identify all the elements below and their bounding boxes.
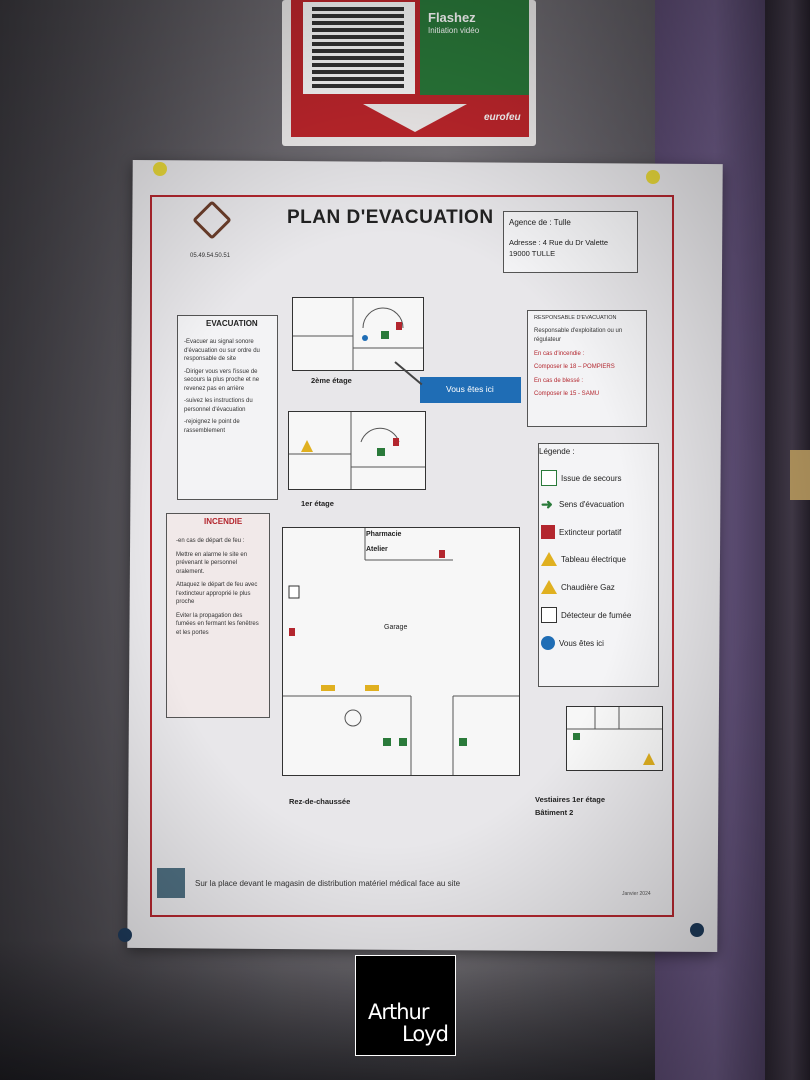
fire-instructions: -en cas de départ de feu : Mettre en ala… (176, 537, 262, 637)
poster-date: Janvier 2024 (622, 891, 651, 897)
floor-label-annex-2: Bâtiment 2 (535, 808, 574, 817)
extinguisher-icon (541, 525, 555, 539)
fire-case: En cas d'incendie : (534, 350, 585, 357)
fire-box (166, 513, 270, 718)
floor-label-annex-1: Vestiaires 1er étage (535, 795, 606, 804)
evacuation-box (177, 315, 278, 500)
arthur-loyd-logo (355, 955, 456, 1056)
legend-item-label: Chaudière Gaz (561, 582, 615, 592)
floor-plan-annex-drawing (567, 707, 662, 765)
legend-item-label: Détecteur de fumée (561, 610, 632, 620)
electric-panel-icon (541, 552, 557, 566)
legend-item-exit: Issue de secours (541, 470, 621, 486)
floor-label-ground: Rez-de-chaussée (289, 797, 351, 806)
pin-icon (153, 162, 167, 176)
fire-heading: INCENDIE (204, 517, 243, 526)
legend-item-here: Vous êtes ici (541, 636, 604, 650)
legend-item-label: Vous êtes ici (559, 638, 604, 648)
floor-label-first: 1er étage (301, 499, 334, 508)
responsible-heading: RESPONSABLE D'EVACUATION (534, 315, 617, 321)
fire-action: Composer le 18 – POMPIERS (534, 364, 615, 370)
injury-action: Composer le 15 - SAMU (534, 391, 600, 397)
door-frame (765, 0, 810, 1080)
door-light (790, 450, 810, 500)
arrow-right-icon: ➜ (541, 496, 553, 512)
responsible-info: RESPONSABLE D'EVACUATION Responsable d'e… (534, 314, 640, 400)
legend-item-direction: ➜ Sens d'évacuation (541, 497, 624, 511)
qr-code-icon (312, 6, 404, 88)
pin-icon (646, 170, 660, 184)
fire-item: Attaquez le départ de feu avec l'extinct… (176, 582, 258, 605)
room-label-pharmacie: Pharmacie (366, 531, 402, 538)
evacuation-item: -suivez les instructions du personnel d'… (184, 398, 253, 413)
floor-plan-first (288, 411, 426, 490)
agency-label: Agence de : Tulle (509, 218, 571, 227)
pin-icon (118, 928, 132, 942)
legend-heading: Légende : (539, 447, 575, 456)
responsible-box (527, 310, 647, 427)
legend-item-label: Issue de secours (561, 473, 622, 483)
qr-sign-brand: eurofeu (484, 112, 521, 123)
legend-item-extinguisher: Extincteur portatif (541, 525, 621, 539)
evacuation-item: -Evacuer au signal sonore d'évacuation o… (184, 339, 260, 362)
location-dot-icon (541, 636, 555, 650)
responsible-role: Responsable d'exploitation ou un régulat… (534, 327, 623, 344)
evacuation-item: -rejoignez le point de rassemblement (184, 419, 240, 434)
qr-sign-title: Flashez (428, 10, 476, 25)
legend-item-label: Tableau électrique (561, 554, 626, 564)
poster-title: PLAN D'EVACUATION (287, 207, 494, 228)
assembly-point-text: Sur la place devant le magasin de distri… (195, 879, 461, 888)
exit-icon (541, 470, 557, 486)
agency-address-line2: 19000 TULLE (509, 249, 556, 258)
floor-label-second: 2ème étage (311, 376, 352, 385)
evacuation-item: -Diriger vous vers l'issue de secours la… (184, 368, 260, 392)
floor-plan-annex (566, 706, 663, 771)
fire-item: -en cas de départ de feu : (176, 538, 245, 544)
you-are-here-label-box (420, 377, 521, 403)
poster-red-frame (150, 195, 674, 917)
evacuation-instructions: -Evacuer au signal sonore d'évacuation o… (184, 338, 272, 435)
fire-item: Eviter la propagation des fumées en ferm… (176, 612, 259, 636)
floor-plan-first-drawing (289, 412, 425, 489)
injury-case: En cas de blessé : (534, 377, 584, 384)
agency-box (503, 211, 638, 273)
legend-item-label: Extincteur portatif (559, 527, 622, 537)
fire-item: Mettre en alarme le site en prévenant le… (176, 551, 248, 575)
qr-sign-green-panel (420, 0, 529, 95)
floor-plan-ground-drawing (283, 528, 519, 775)
agency-address-line1: Adresse : 4 Rue du Dr Valette (509, 238, 609, 247)
room-label-atelier: Atelier (366, 546, 388, 553)
legend-item-label: Sens d'évacuation (559, 499, 625, 509)
evacuation-heading: EVACUATION (206, 319, 258, 328)
legend-box (538, 443, 659, 687)
legend-item-electric: Tableau électrique (541, 552, 626, 566)
smoke-detector-icon (541, 607, 557, 623)
arrow-down-icon (363, 104, 467, 132)
room-label-garage: Garage (384, 624, 408, 631)
you-are-here-label: Vous êtes ici (446, 384, 494, 394)
logo-text-line1: Arthur (368, 1000, 429, 1024)
floor-plan-second (292, 297, 424, 371)
legend-item-boiler: Chaudière Gaz (541, 580, 615, 594)
assembly-point-icon (157, 868, 185, 898)
logo-text-line2: Loyd (402, 1022, 449, 1046)
pin-icon (690, 923, 704, 937)
floor-plan-ground (282, 527, 520, 776)
gas-boiler-icon (541, 580, 557, 594)
company-phone: 05.49.54.50.51 (190, 253, 231, 259)
legend-item-smoke: Détecteur de fumée (541, 607, 631, 623)
agency-address: Adresse : 4 Rue du Dr Valette 19000 TULL… (509, 237, 634, 259)
floor-plan-second-drawing (293, 298, 423, 370)
qr-sign-subtitle: Initiation vidéo (428, 26, 480, 35)
